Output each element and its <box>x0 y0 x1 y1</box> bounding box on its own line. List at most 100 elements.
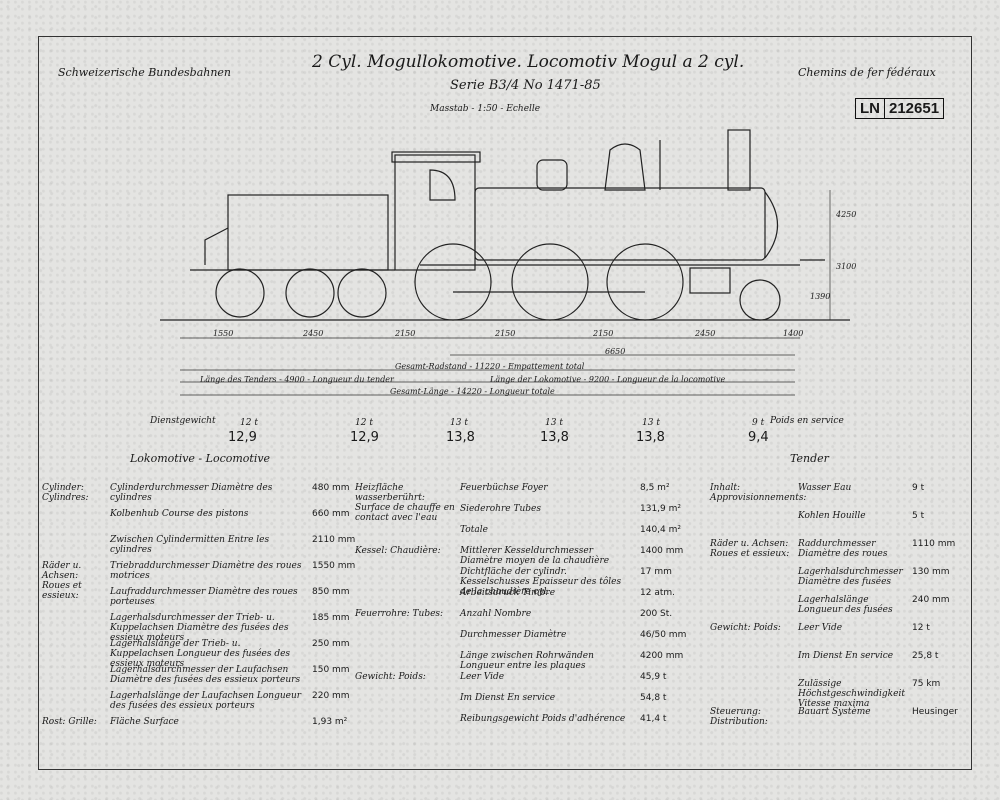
weight-label-fr: Poids en service <box>770 416 844 426</box>
spec-value: 1550 mm <box>312 561 356 571</box>
spec-group-label: Inhalt: Approvisionnements: <box>710 483 807 503</box>
spec-value: 54,8 t <box>640 693 667 703</box>
spec-label: Feuerbüchse Foyer <box>460 483 548 493</box>
tender-body <box>227 194 389 271</box>
spec-label: Triebraddurchmesser Diamètre des roues m… <box>110 561 302 581</box>
spec-value: 140,4 m² <box>640 525 682 535</box>
spec-group-label: Cylinder: Cylindres: <box>42 483 89 503</box>
spec-value: 130 mm <box>912 567 950 577</box>
cab-roof <box>391 151 481 163</box>
dim-height-3100: 3100 <box>836 262 857 271</box>
sand-dome <box>536 159 568 191</box>
stamp-prefix: LN <box>856 99 885 118</box>
spec-value: 45,9 t <box>640 672 667 682</box>
spec-value: 185 mm <box>312 613 350 623</box>
cab <box>394 154 476 271</box>
pony-wheel <box>739 279 781 321</box>
weight-printed: 13 t <box>642 418 660 428</box>
spec-label: Zwischen Cylindermitten Entre les cylind… <box>110 535 270 555</box>
spec-label: Lagerhalslänge Longueur des fusées <box>798 595 893 615</box>
weight-printed: 13 t <box>450 418 468 428</box>
spec-label: Lagerhalsdurchmesser der Laufachsen Diam… <box>110 665 301 685</box>
weight-handwritten: 13,8 <box>636 430 665 445</box>
section-locomotive: Lokomotive - Locomotive <box>130 452 271 465</box>
spec-label: Im Dienst En service <box>460 693 556 703</box>
spec-value: 9 t <box>912 483 925 493</box>
spec-value: 17 mm <box>640 567 672 577</box>
driving-wheel <box>511 243 589 321</box>
spec-value: Heusinger <box>912 707 958 717</box>
spec-label: Leer Vide <box>798 623 843 633</box>
spec-group-label: Gewicht: Poids: <box>710 623 781 633</box>
weight-printed: 13 t <box>545 418 563 428</box>
spec-label: Dichtfläche der cylindr. Kesselschusses … <box>460 567 622 597</box>
spec-label: Zulässige Höchstgeschwindigkeit Vitesse … <box>798 679 905 709</box>
spec-label: Mittlerer Kesseldurchmesser Diamètre moy… <box>460 546 610 566</box>
spec-label: Lagerhalsdurchmesser Diamètre des fusées <box>798 567 903 587</box>
spec-value: 480 mm <box>312 483 350 493</box>
dim-2150-a: 2150 <box>395 329 416 338</box>
spec-group-label: Heizfläche wasserberührt: Surface de cha… <box>355 483 455 523</box>
spec-group-label: Feuerrohre: Tubes: <box>355 609 444 619</box>
weight-handwritten: 12,9 <box>228 430 257 445</box>
tender-wheel <box>337 268 387 318</box>
dim-loco-length: Länge der Lokomotive - 9200 - Longueur d… <box>490 375 726 384</box>
spec-label: Im Dienst En service <box>798 651 894 661</box>
spec-value: 25,8 t <box>912 651 939 661</box>
archive-stamp: LN 212651 <box>855 98 945 119</box>
spec-value: 1110 mm <box>912 539 956 549</box>
spec-value: 12 t <box>912 623 930 633</box>
section-tender: Tender <box>790 452 829 465</box>
tender-wheel <box>215 268 265 318</box>
dim-2450: 2450 <box>303 329 324 338</box>
driving-wheel <box>606 243 684 321</box>
spec-value: 75 km <box>912 679 941 689</box>
tender-wheel <box>285 268 335 318</box>
dim-1550: 1550 <box>213 329 234 338</box>
spec-label: Totale <box>460 525 488 535</box>
spec-label: Kohlen Houille <box>798 511 866 521</box>
spec-value: 660 mm <box>312 509 350 519</box>
steam-dome <box>604 143 646 191</box>
spec-label: Raddurchmesser Diamètre des roues <box>798 539 888 559</box>
spec-value: 240 mm <box>912 595 950 605</box>
dim-height-1390: 1390 <box>810 292 831 301</box>
spec-group-label: Gewicht: Poids: <box>355 672 426 682</box>
spec-label: Arbeitsdruck Timbre <box>460 588 556 598</box>
spec-value: 850 mm <box>312 587 350 597</box>
spec-label: Lagerhalslänge der Trieb- u. Kuppelachse… <box>110 639 291 669</box>
spec-group-label: Kessel: Chaudière: <box>355 546 441 556</box>
drawing-title: 2 Cyl. Mogullokomotive. Locomotiv Mogul … <box>312 52 745 72</box>
weight-printed: 12 t <box>240 418 258 428</box>
dim-1400: 1400 <box>783 329 804 338</box>
spec-value: 8,5 m² <box>640 483 670 493</box>
smokebox-front <box>764 191 778 259</box>
dim-2450-b: 2450 <box>695 329 716 338</box>
spec-label: Leer Vide <box>460 672 505 682</box>
spec-group-label: Räder u. Achsen: Roues et essieux: <box>42 561 82 601</box>
cab-window <box>429 169 456 201</box>
spec-label: Laufraddurchmesser Diamètre des roues po… <box>110 587 298 607</box>
scale-label: Masstab - 1:50 - Echelle <box>430 104 541 114</box>
dim-tender-length: Länge des Tenders - 4900 - Longueur du t… <box>200 375 394 384</box>
dim-radstand: Gesamt-Radstand - 11220 - Empattement to… <box>395 362 585 371</box>
spec-value: 4200 mm <box>640 651 684 661</box>
spec-value: 220 mm <box>312 691 350 701</box>
spec-value: 12 atm. <box>640 588 675 598</box>
spec-value: 41,4 t <box>640 714 667 724</box>
spec-group-label: Rost: Grille: <box>42 717 97 727</box>
chimney <box>727 129 751 191</box>
weight-handwritten: 9,4 <box>748 430 769 445</box>
spec-group-label: Steuerung: Distribution: <box>710 707 768 727</box>
dim-2150-b: 2150 <box>495 329 516 338</box>
spec-label: Länge zwischen Rohrwänden Longueur entre… <box>460 651 594 671</box>
spec-group-label: Räder u. Achsen: Roues et essieux: <box>710 539 790 559</box>
spec-value: 200 St. <box>640 609 673 619</box>
series-label: Serie B3/4 No 1471-85 <box>450 78 601 93</box>
railway-name-fr: Chemins de fer fédéraux <box>798 66 936 79</box>
dim-total-length: Gesamt-Länge - 14220 - Longueur totale <box>390 387 555 396</box>
weight-label-de: Dienstgewicht <box>150 416 216 426</box>
spec-label: Bauart Système <box>798 707 871 717</box>
